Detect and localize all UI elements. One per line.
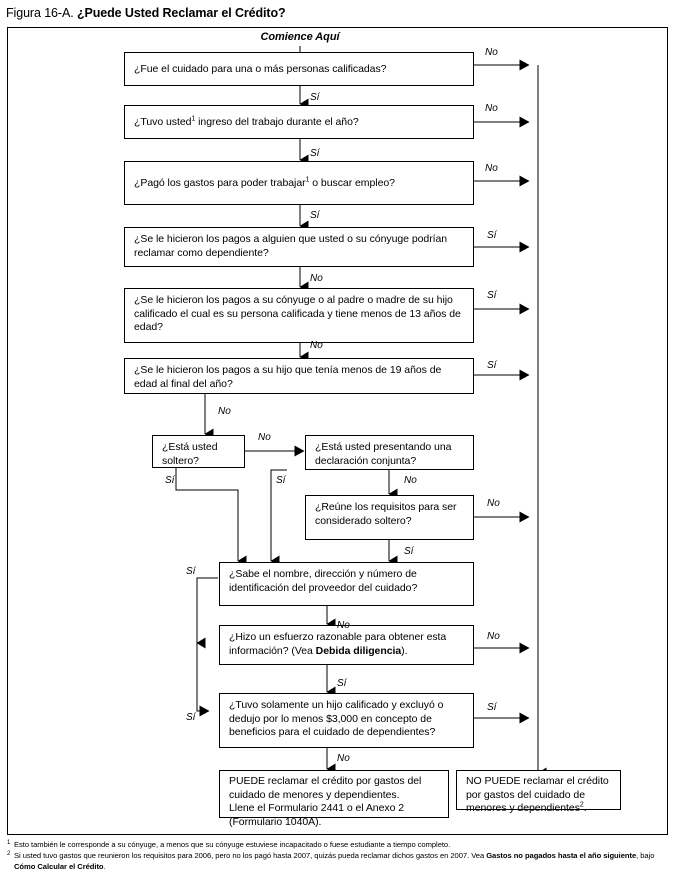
question-node-3: ¿Pagó los gastos para poder trabajar1 o …	[124, 161, 474, 205]
footnote-1-marker: 1	[7, 840, 11, 846]
e-q7-si: Sí	[165, 475, 175, 486]
footnote-2-text: Si usted tuvo gastos que reunieron los r…	[14, 851, 655, 871]
footnote-2-marker: 2	[7, 851, 11, 858]
result-node-cannot-claim: NO PUEDE reclamar el crédito por gastos …	[456, 770, 621, 814]
question-node-5: ¿Se le hicieron los pagos a su cónyuge o…	[124, 288, 474, 343]
e-q9-no: No	[487, 498, 500, 509]
e-q8-no: No	[404, 475, 417, 486]
footnote-1-text: Esto también le corresponde a su cónyuge…	[14, 840, 451, 849]
e-q3-no: No	[485, 163, 498, 174]
e-q2-no: No	[485, 103, 498, 114]
e-q3-si: Sí	[310, 210, 320, 221]
e-q5-si: Sí	[487, 290, 497, 301]
e-q1-si: Sí	[310, 92, 320, 103]
start-label: Comience Aquí	[260, 31, 340, 43]
question-node-7: ¿Está usted soltero?	[152, 435, 245, 468]
question-node-11: ¿Hizo un esfuerzo razonable para obtener…	[219, 625, 474, 665]
e-q8-si: Sí	[276, 475, 286, 486]
e-q12-no: No	[337, 753, 350, 764]
figure-title-text: ¿Puede Usted Reclamar el Crédito?	[76, 6, 286, 20]
e-q5-no: No	[310, 340, 323, 351]
e-q12-si-right: Sí	[487, 702, 497, 713]
question-node-6: ¿Se le hicieron los pagos a su hijo que …	[124, 358, 474, 394]
figure-number: Figura 16-A.	[6, 6, 74, 20]
question-node-12: ¿Tuvo solamente un hijo calificado y exc…	[219, 693, 474, 748]
e-q1-no: No	[485, 47, 498, 58]
question-node-8: ¿Está usted presentando una declaración …	[305, 435, 474, 470]
page-title: Figura 16-A. ¿Puede Usted Reclamar el Cr…	[6, 6, 286, 20]
question-node-1: ¿Fue el cuidado para una o más personas …	[124, 52, 474, 86]
e-q6-no: No	[218, 406, 231, 417]
question-node-4: ¿Se le hicieron los pagos a alguien que …	[124, 227, 474, 267]
e-q4-si: Sí	[487, 230, 497, 241]
e-q4-no: No	[310, 273, 323, 284]
question-node-10: ¿Sabe el nombre, dirección y número de i…	[219, 562, 474, 606]
e-q11-no: No	[487, 631, 500, 642]
result-node-can-claim: PUEDE reclamar el crédito por gastos del…	[219, 770, 449, 828]
e-q10-si: Sí	[186, 566, 196, 577]
e-q12-si-left: Sí	[186, 712, 196, 723]
question-node-9: ¿Reúne los requisitos para ser considera…	[305, 495, 474, 540]
question-node-2: ¿Tuvo usted1 ingreso del trabajo durante…	[124, 105, 474, 139]
e-q2-si: Sí	[310, 148, 320, 159]
e-q11-si: Sí	[337, 678, 347, 689]
e-q9-si: Sí	[404, 546, 414, 557]
e-q10-no: No	[337, 620, 350, 631]
e-q6-si: Sí	[487, 360, 497, 371]
e-q7-no: No	[258, 432, 271, 443]
